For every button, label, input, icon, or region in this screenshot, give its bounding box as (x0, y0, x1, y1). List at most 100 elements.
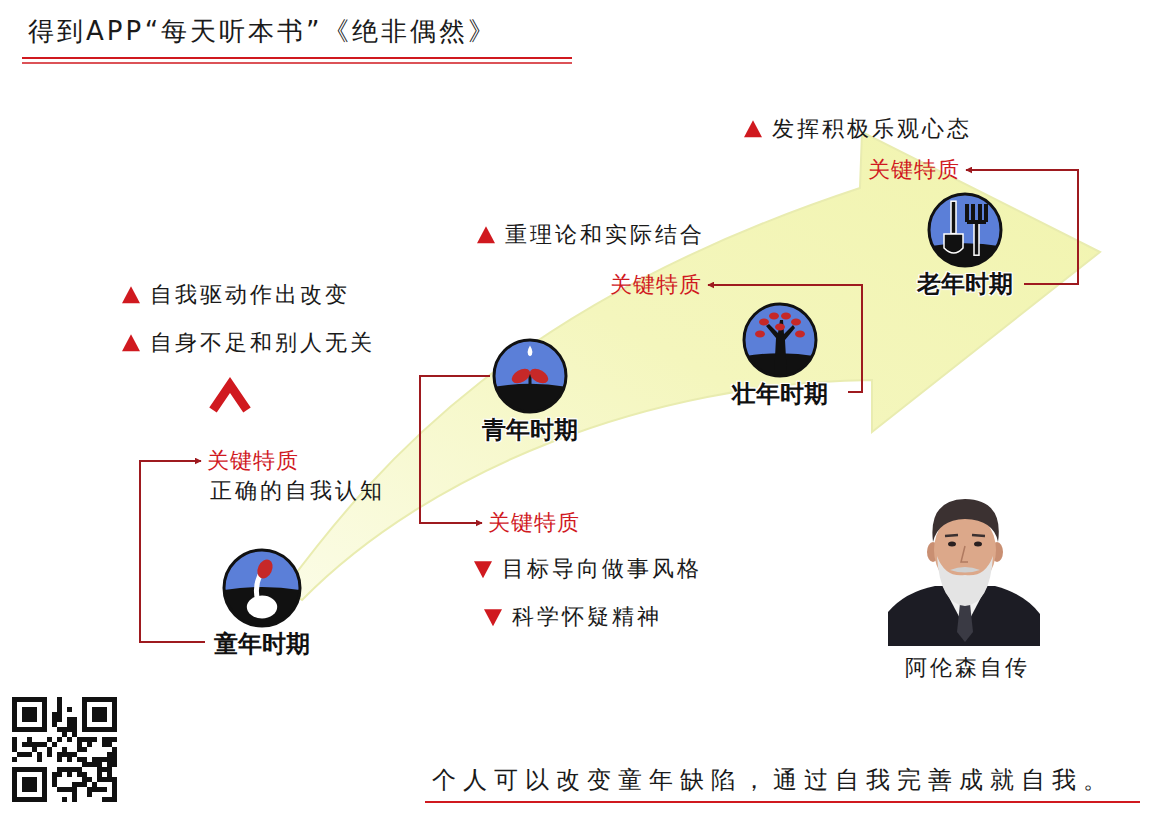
qr-module (12, 767, 17, 772)
caption-underline (425, 801, 1140, 803)
qr-module (82, 747, 87, 752)
qr-module (92, 707, 97, 712)
qr-module (82, 727, 87, 732)
qr-module (102, 797, 107, 802)
qr-module (57, 697, 62, 702)
qr-module (67, 707, 72, 712)
qr-module (107, 757, 112, 762)
qr-module (92, 727, 97, 732)
trait-text: 重理论和实际结合 (505, 222, 705, 248)
qr-module (67, 737, 72, 742)
qr-module (102, 742, 107, 747)
qr-module (77, 742, 82, 747)
qr-module (22, 752, 27, 757)
qr-module (22, 712, 27, 717)
qr-module (32, 777, 37, 782)
qr-module (82, 777, 87, 782)
qr-module (57, 757, 62, 762)
qr-module (32, 787, 37, 792)
qr-module (22, 727, 27, 732)
growth-arrow (285, 132, 1100, 600)
qr-module (27, 697, 32, 702)
qr-module (77, 737, 82, 742)
stage-node: 壮年时期 (728, 301, 832, 409)
sprout-leaf (509, 366, 532, 386)
qr-module (112, 757, 117, 762)
qr-module (102, 777, 107, 782)
qr-module (87, 777, 92, 782)
qr-module (107, 797, 112, 802)
qr-module (52, 782, 57, 787)
icon-ground (224, 587, 300, 626)
qr-module (112, 782, 117, 787)
qr-module (17, 752, 22, 757)
qr-module (42, 722, 47, 727)
icon-sky (744, 304, 816, 376)
qr-module (37, 752, 42, 757)
qr-module (97, 787, 102, 792)
qr-module (107, 762, 112, 767)
qr-module (67, 757, 72, 762)
icon-sky (929, 194, 1001, 266)
qr-module (97, 707, 102, 712)
qr-module (82, 737, 87, 742)
title-underline (22, 62, 572, 64)
qr-module (67, 722, 72, 727)
water-drop (528, 345, 533, 356)
qr-module (57, 767, 62, 772)
chevron-up (213, 385, 247, 410)
qr-module (42, 702, 47, 707)
qr-module (27, 717, 32, 722)
portrait-beard (937, 556, 993, 606)
qr-module (47, 737, 52, 742)
qr-module (37, 797, 42, 802)
qr-module (42, 727, 47, 732)
qr-module (67, 717, 72, 722)
qr-module (102, 712, 107, 717)
qr-module (57, 772, 62, 777)
qr-module (57, 717, 62, 722)
qr-module (57, 787, 62, 792)
qr-module (102, 707, 107, 712)
triangle-up (477, 226, 495, 243)
qr-module (82, 712, 87, 717)
qr-module (87, 742, 92, 747)
qr-module (12, 782, 17, 787)
qr-module (37, 697, 42, 702)
qr-module (42, 787, 47, 792)
qr-module (52, 722, 57, 727)
qr-module (12, 697, 17, 702)
qr-module (112, 787, 117, 792)
triangle-down (484, 609, 502, 626)
portrait-moustache (950, 567, 980, 573)
portrait-brows (945, 535, 985, 536)
qr-module (77, 772, 82, 777)
stage-label: 老年时期 (913, 270, 1017, 299)
qr-module (112, 797, 117, 802)
qr-module (42, 777, 47, 782)
stage-node: 青年时期 (478, 337, 582, 445)
qr-module (12, 717, 17, 722)
qr-module (102, 757, 107, 762)
qr-module (27, 737, 32, 742)
icon-ring (494, 340, 566, 412)
qr-module (17, 797, 22, 802)
qr-module (67, 752, 72, 757)
qr-module (42, 782, 47, 787)
qr-module (52, 712, 57, 717)
qr-module (62, 732, 67, 737)
qr-module (107, 737, 112, 742)
qr-module (87, 697, 92, 702)
qr-module (92, 737, 97, 742)
qr-module (57, 737, 62, 742)
qr-module (97, 772, 102, 777)
qr-module (102, 727, 107, 732)
qr-module (27, 752, 32, 757)
qr-module (12, 757, 17, 762)
qr-module (62, 787, 67, 792)
trait-text: 发挥积极乐观心态 (772, 116, 972, 142)
qr-module (102, 697, 107, 702)
qr-module (12, 712, 17, 717)
qr-module (37, 767, 42, 772)
